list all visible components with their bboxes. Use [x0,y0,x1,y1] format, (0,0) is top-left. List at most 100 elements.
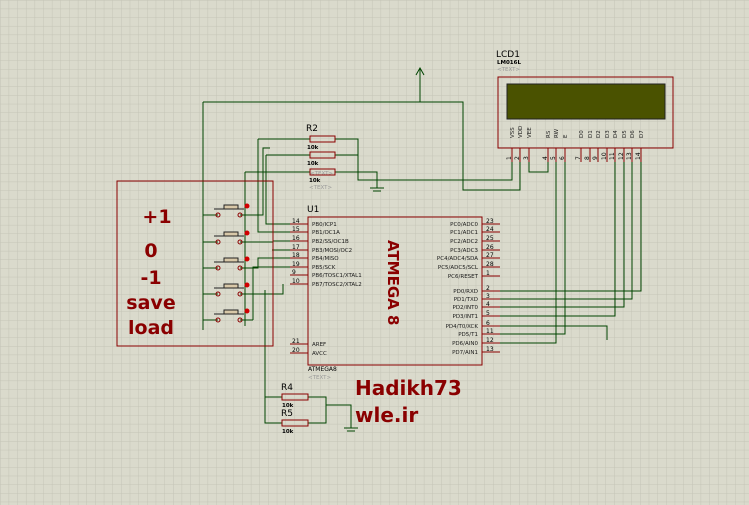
lcd-pin-name: D6 [630,130,636,138]
lcd-pin-number: 7 [575,156,582,160]
resistor-r2c[interactable]: <TEXT> 10k <TEXT> [309,168,336,191]
lcd-pin-number: 12 [618,152,625,160]
pin-name: AREF [312,342,326,348]
pin-number: 28 [486,261,494,268]
pin-number: 23 [486,218,494,225]
r4-ref: R4 [281,383,293,393]
pin-name: PC3/ADC3 [450,248,478,254]
resistor-r5[interactable]: R5 10k [281,409,309,435]
pin-name: PC1/ADC1 [450,230,478,236]
pin-number: 18 [292,252,300,259]
pin-number: 3 [486,293,490,300]
lcd-pin-name: D3 [605,130,611,138]
lcd-pin: RW5 [550,128,560,162]
button-panel-frame [116,180,274,347]
pin-number: 15 [292,226,300,233]
push-button[interactable] [214,203,250,218]
chip-ref: U1 [307,205,319,215]
pin-number: 12 [486,337,494,344]
ground-icon [370,183,384,192]
chip-text-placeholder: <TEXT> [308,375,331,381]
lcd-pin-name: VEE [527,127,533,138]
pin-name: PD4/T0/XCK [446,324,479,330]
lcd-text-placeholder: <TEXT> [497,67,520,73]
pin-name: PB1/OC1A [312,230,340,236]
pin-number: 27 [486,252,494,259]
pin-number: 20 [292,347,300,354]
website-label: wle.ir [355,403,418,427]
pin-name: PC2/ADC2 [450,239,478,245]
pin-name: PC0/ADC0 [450,222,478,228]
lcd-part: LM016L [497,60,521,66]
chip-body-label: ATMEGA 8 [384,240,402,325]
push-button[interactable] [214,282,250,297]
pin-name: AVCC [312,351,327,357]
pin-name: PB7/TOSC2/XTAL2 [312,282,362,288]
lcd-pin-name: D7 [639,130,645,138]
pin-number: 24 [486,226,494,233]
lcd-pin-name: VSS [510,127,516,138]
resistor-r4[interactable]: R4 10k [281,383,309,409]
pin-name: PC5/ADC5/SCL [438,265,479,271]
resistor-r2[interactable]: R2 10k [306,124,336,151]
pin-number: 11 [486,328,494,335]
push-button[interactable] [214,308,250,323]
pin-number: 13 [486,346,494,353]
lcd-pin: RS4 [542,130,552,162]
lcd-pin-number: 5 [550,156,557,160]
lcd-pin-number: 11 [609,152,616,160]
r4-value: 10k [282,403,294,409]
push-button[interactable] [214,230,250,245]
push-button[interactable] [214,256,250,271]
lcd-display[interactable]: LCD1 LM016L <TEXT> VSS1VDD2VEE3RS4RW5E6D… [496,50,674,162]
lcd-pin-number: 6 [559,156,566,160]
button-label-plus1: +1 [142,206,171,228]
pin-number: 5 [486,310,490,317]
lcd-pin-number: 2 [514,156,521,160]
pin-name: PD1/TXD [454,297,478,303]
lcd-pin-number: 4 [542,156,549,160]
resistor-r2b[interactable]: 10k [307,151,336,167]
button-state-dot [244,256,250,262]
button-state-dot [244,230,250,236]
power-terminal-icon [415,66,425,78]
resistor-text-placeholder: <TEXT> [310,171,333,177]
pin-number: 25 [486,235,494,242]
lcd-pin-number: 1 [506,156,513,160]
lcd-pin-number: 10 [601,152,608,160]
lcd-pin-name: E [563,134,569,138]
pin-number: 4 [486,301,490,308]
lcd-pin: VSS 1 [506,127,516,162]
pin-name: PB6/TOSC1/XTAL1 [312,273,362,279]
pin-number: 2 [486,285,490,292]
button-state-dot [244,282,250,288]
pin-name: PD5/T1 [458,332,478,338]
button-label-load: load [128,317,174,339]
pin-name: PB5/SCK [312,265,336,271]
button-label-minus1: -1 [140,267,161,289]
lcd-pin: E6 [559,134,569,162]
pin-number: 16 [292,235,300,242]
pin-name: PD3/INT1 [453,314,479,320]
button-label-save: save [126,292,175,314]
r2b-value: 10k [307,161,319,167]
